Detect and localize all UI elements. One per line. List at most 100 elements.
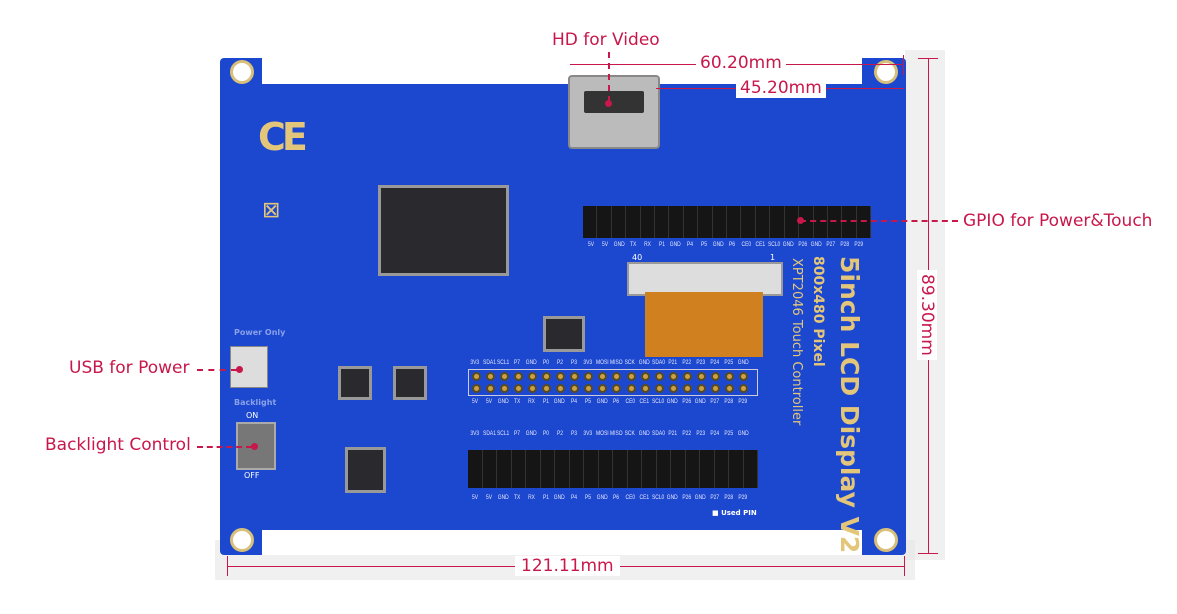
- pin-label: P22: [682, 359, 691, 366]
- pin-label-cell: GND: [665, 494, 679, 502]
- pin-label: P28: [724, 494, 734, 501]
- pin-label-cell: P27: [708, 398, 722, 406]
- pin-label: GND: [737, 430, 749, 437]
- pin-label-cell: GND: [665, 398, 679, 406]
- pin-label: P21: [667, 359, 677, 366]
- pin-pad: [469, 372, 483, 381]
- pin-label: GND: [670, 241, 682, 248]
- pin-label-cell: P24: [708, 430, 722, 438]
- pin-label-cell: GND: [553, 494, 567, 502]
- pin-label-cell: 3V3: [468, 359, 482, 367]
- pin-label-cell: P3: [567, 430, 581, 438]
- pin-label-cell: GND: [595, 494, 609, 502]
- dim-width: 121.11mm: [515, 556, 620, 576]
- pin-pad: [525, 372, 539, 381]
- pin-label-cell: SCL0: [651, 398, 665, 406]
- pin-label-cell: MISO: [609, 430, 623, 438]
- backlight-label: Backlight: [234, 398, 277, 407]
- pin-label-cell: TX: [510, 398, 524, 406]
- pin-label-cell: GND: [711, 241, 725, 249]
- pin-label: SCL1: [497, 359, 510, 366]
- pin-label-cell: GND: [810, 241, 824, 249]
- backlight-off-label: OFF: [244, 471, 260, 480]
- pin-label: CE0: [741, 241, 751, 248]
- board-bottom-notch: [262, 530, 862, 555]
- pin-label-cell: P4: [683, 241, 697, 249]
- pin-label-cell: P23: [694, 430, 708, 438]
- pin-label: P22: [682, 430, 691, 437]
- pin-label: 5V: [602, 241, 609, 248]
- pin-label: 3V3: [470, 359, 480, 366]
- pin-label-cell: TX: [626, 241, 640, 249]
- pin-label-cell: P4: [567, 494, 581, 502]
- pin-label: P5: [584, 494, 591, 501]
- hdmi-annotation: HD for Video: [552, 30, 660, 50]
- pin-pad: [568, 384, 582, 393]
- backlight-leader: [197, 446, 252, 448]
- hdmi-dot: [605, 100, 612, 107]
- pin-pad: [610, 372, 624, 381]
- board-resolution: 800x480 Pixel: [810, 256, 826, 367]
- pin-label: SDA1: [482, 430, 496, 437]
- pin-label-cell: RX: [524, 398, 538, 406]
- pin-label-cell: CE0: [623, 494, 637, 502]
- pin-label-cell: SCL0: [651, 494, 665, 502]
- used-pin-legend: ■ Used PIN: [712, 509, 757, 517]
- pin-label-cell: GND: [496, 494, 510, 502]
- pin-label: TX: [514, 398, 521, 405]
- pin-label-cell: SDA1: [482, 359, 496, 367]
- pin-label: GND: [666, 398, 678, 405]
- pin-label: GND: [695, 398, 707, 405]
- pin-label-cell: GND: [496, 398, 510, 406]
- pin-pad: [596, 372, 610, 381]
- pin-label-cell: SCL1: [496, 430, 510, 438]
- pin-label-cell: GND: [694, 494, 708, 502]
- pin-label: GND: [712, 241, 724, 248]
- pin-label-cell: P5: [581, 494, 595, 502]
- pin-pad: [497, 384, 511, 393]
- pin-label: P21: [667, 430, 677, 437]
- pin-label-cell: P0: [538, 430, 552, 438]
- mounting-hole: [230, 60, 254, 84]
- pin-pad: [695, 372, 709, 381]
- pin-label-cell: GND: [637, 430, 651, 438]
- pin-label: GND: [811, 241, 823, 248]
- pin-label: CE1: [755, 241, 765, 248]
- pin-label-cell: 5V: [598, 241, 612, 249]
- pin-label-cell: P22: [679, 430, 693, 438]
- pin-label-cell: 5V: [468, 494, 482, 502]
- pin-label-cell: P23: [694, 359, 708, 367]
- pin-label: P23: [696, 359, 705, 366]
- pin-label: P27: [710, 494, 720, 501]
- pin-label-cell: P22: [679, 359, 693, 367]
- pin-label: GND: [666, 494, 678, 501]
- pin-label-cell: P1: [654, 241, 668, 249]
- pin-label: P1: [542, 398, 549, 405]
- pin-label-cell: P29: [736, 494, 750, 502]
- pin-label-cell: P6: [725, 241, 739, 249]
- pin-pad: [483, 372, 497, 381]
- pin-pad: [666, 372, 680, 381]
- pin-label: P6: [612, 398, 619, 405]
- usb-port[interactable]: [230, 346, 268, 388]
- pin-label: CE0: [625, 398, 635, 405]
- pin-label-cell: SDA0: [651, 430, 665, 438]
- dim-tick: [918, 553, 938, 554]
- pin-label-cell: P25: [722, 430, 736, 438]
- pin-label-cell: 5V: [482, 398, 496, 406]
- pin-label-cell: GND: [553, 398, 567, 406]
- pin-label-cell: P29: [736, 398, 750, 406]
- pin-label: P29: [738, 398, 748, 405]
- pin-label: GND: [497, 398, 509, 405]
- hdmi-port: [568, 75, 660, 149]
- mounting-hole: [874, 528, 898, 552]
- pin-label: 3V3: [583, 359, 593, 366]
- pin-label: SDA0: [651, 359, 665, 366]
- pin-label-cell: 5V: [482, 494, 496, 502]
- pin-label: SCL1: [497, 430, 510, 437]
- pin-label-cell: SCL0: [767, 241, 781, 249]
- pin-label-cell: P28: [838, 241, 852, 249]
- gpio-header-top: [583, 206, 872, 238]
- pin-label: SCL0: [768, 241, 781, 248]
- pin-label: 3V3: [583, 430, 593, 437]
